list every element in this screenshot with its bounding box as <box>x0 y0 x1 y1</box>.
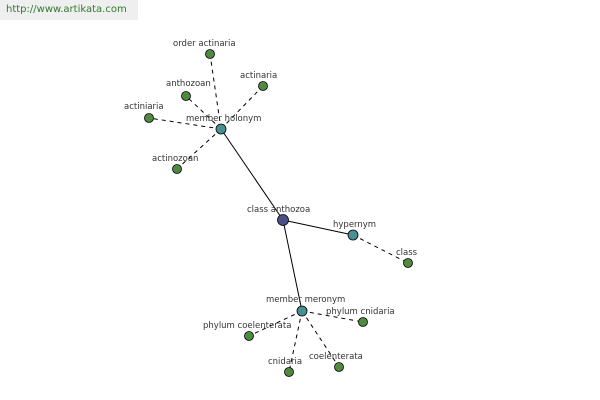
edge-member-holonym-to-anthozoan <box>185 95 222 130</box>
edge-member-meronym-to-coelenterata <box>301 310 340 368</box>
node-hypernym[interactable] <box>347 229 359 241</box>
edge-member-holonym-to-actinozoan <box>176 128 222 170</box>
node-label-class-anthozoa[interactable]: class anthozoa <box>247 205 310 215</box>
edge-member-holonym-to-actinaria <box>220 85 264 130</box>
node-member-holonym[interactable] <box>215 123 227 135</box>
node-phylum-coelenterata[interactable] <box>244 331 254 341</box>
node-label-coelenterata[interactable]: coelenterata <box>309 352 363 362</box>
labels-layer: class anthozoa member holonym hypernym memb… <box>124 39 418 367</box>
node-class-anthozoa[interactable] <box>277 214 289 226</box>
edge-class-anthozoa-to-hypernym <box>282 219 354 236</box>
node-order-actinaria[interactable] <box>205 49 215 59</box>
node-coelenterata[interactable] <box>334 362 344 372</box>
node-cnidaria[interactable] <box>284 367 294 377</box>
node-label-member-holonym[interactable]: member holonym <box>186 114 261 124</box>
node-actiniaria[interactable] <box>144 113 154 123</box>
edges-layer <box>148 53 409 373</box>
watermark-url: http://www.artikata.com <box>0 0 138 20</box>
node-phylum-cnidaria[interactable] <box>358 317 368 327</box>
node-label-member-meronym[interactable]: member meronym <box>266 295 345 305</box>
node-actinozoan[interactable] <box>172 164 182 174</box>
node-label-hypernym[interactable]: hypernym <box>333 220 376 230</box>
node-label-anthozoan[interactable]: anthozoan <box>166 79 211 89</box>
edge-class-anthozoa-to-member-holonym <box>220 128 284 221</box>
node-label-phylum-cnidaria[interactable]: phylum cnidaria <box>326 307 395 317</box>
node-label-actinaria[interactable]: actinaria <box>240 71 277 81</box>
node-label-actinozoan[interactable]: actinozoan <box>152 154 198 164</box>
edge-class-anthozoa-to-member-meronym <box>282 219 303 312</box>
nodes-layer <box>144 49 413 377</box>
node-anthozoan[interactable] <box>181 91 191 101</box>
node-member-meronym[interactable] <box>296 305 308 317</box>
edge-hypernym-to-class <box>352 234 409 264</box>
node-label-class[interactable]: class <box>396 248 418 258</box>
edge-member-meronym-to-cnidaria <box>288 310 303 373</box>
node-label-order-actinaria[interactable]: order actinaria <box>173 39 236 49</box>
edge-member-meronym-to-phylum-cnidaria <box>301 310 364 323</box>
node-label-cnidaria[interactable]: cnidaria <box>268 357 302 367</box>
node-actinaria[interactable] <box>258 81 268 91</box>
edge-member-meronym-to-phylum-coelenterata <box>248 310 303 337</box>
node-label-phylum-coelenterata[interactable]: phylum coelenterata <box>203 321 291 331</box>
node-label-actiniaria[interactable]: actiniaria <box>124 102 164 112</box>
node-class[interactable] <box>403 258 413 268</box>
